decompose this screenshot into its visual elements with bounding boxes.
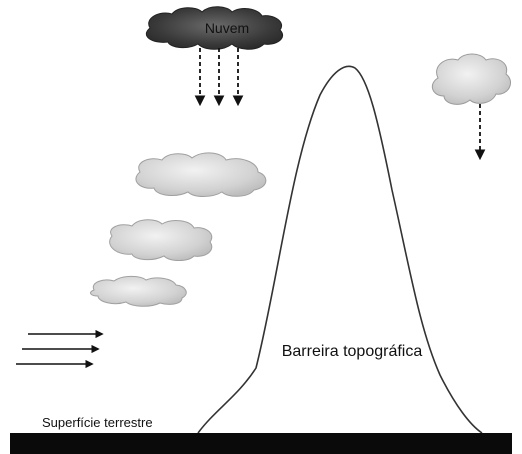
- surface-label: Superfície terrestre: [42, 415, 153, 430]
- barrier-label: Barreira topográfica: [282, 343, 423, 360]
- cloud-label: Nuvem: [205, 20, 249, 36]
- wind-arrows: [16, 329, 104, 369]
- right-cloud: [431, 53, 511, 161]
- storm-cloud: [145, 6, 284, 50]
- ground-surface: [10, 433, 512, 454]
- windward-cloud-middle: [109, 219, 213, 261]
- topographic-barrier: [197, 65, 483, 434]
- rain-arrows: [194, 48, 244, 107]
- windward-cloud-lower: [90, 275, 187, 307]
- windward-cloud-upper: [135, 152, 267, 197]
